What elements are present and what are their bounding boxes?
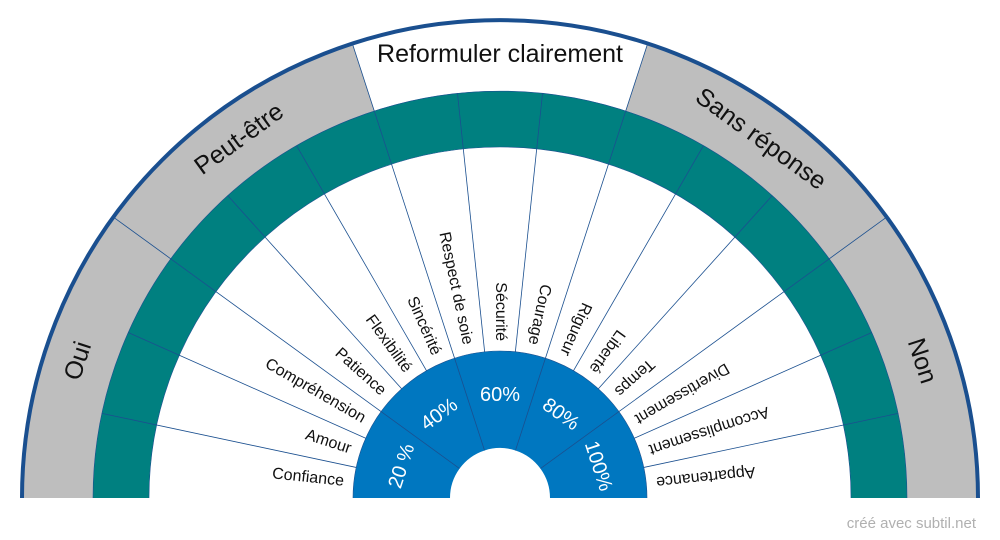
value-divider [514,93,543,352]
answer-segment [352,20,648,111]
value-divider [128,332,366,439]
answer-label: Reformuler clairement [377,40,623,68]
score-cell [457,91,543,149]
score-cell [170,195,266,292]
percent-divider [454,358,485,451]
answer-divider [625,43,649,112]
score-cell [843,413,907,498]
answer-segment [625,43,887,259]
answer-divider [113,216,171,260]
value-divider [457,93,486,352]
value-segment [573,194,735,389]
score-cell [783,258,872,356]
percent-divider [515,358,546,451]
answer-divider [829,216,887,260]
value-divider [634,332,872,439]
answer-divider [351,43,375,112]
score-cell [128,258,217,356]
score-cell [101,332,180,426]
value-segment [324,164,455,371]
percent-segment [540,411,647,498]
value-segment [463,147,537,352]
score-cell [374,93,464,165]
score-cell [734,195,830,292]
outer-border [20,18,980,499]
percent-segment [353,411,460,498]
answer-segment [829,217,978,499]
score-cell [93,413,157,498]
value-divider [296,145,427,371]
value-divider [101,412,357,468]
percent-label: 60% [480,384,520,406]
wheel-bands [22,20,978,499]
value-divider [373,110,455,359]
value-divider [227,195,402,390]
value-segment [598,237,784,412]
percent-segment [381,358,485,469]
value-segment [545,164,676,371]
value-segment [515,148,609,359]
value-segment [391,148,485,359]
percent-segment [454,351,546,451]
answer-segment [22,217,171,499]
score-cell [675,145,773,238]
score-cell [820,332,899,426]
score-cell [536,93,626,165]
score-cell [608,110,704,195]
percent-divider [540,411,620,469]
value-divider [618,258,830,412]
score-cell [227,145,325,238]
value-divider [573,145,704,371]
segment-dividers [20,18,980,499]
value-label: Sécurité [492,282,509,341]
value-divider [545,110,627,359]
value-segment [156,355,366,468]
value-segment [265,194,427,389]
value-segment [179,291,382,439]
credit-text: créé avec subtil.net [846,515,976,532]
value-divider [643,412,899,468]
value-segment [634,355,844,468]
value-segment [643,425,851,498]
score-cell [296,110,392,195]
value-divider [170,258,382,412]
percent-divider [380,411,460,469]
value-segment [216,237,402,412]
ring-outline [148,146,852,499]
percent-segment [515,358,619,469]
value-segment [149,425,357,498]
ring-outline [92,90,908,499]
value-divider [598,195,773,390]
value-segment [618,291,821,439]
ring-outline [352,350,648,499]
answer-segment [113,43,375,259]
